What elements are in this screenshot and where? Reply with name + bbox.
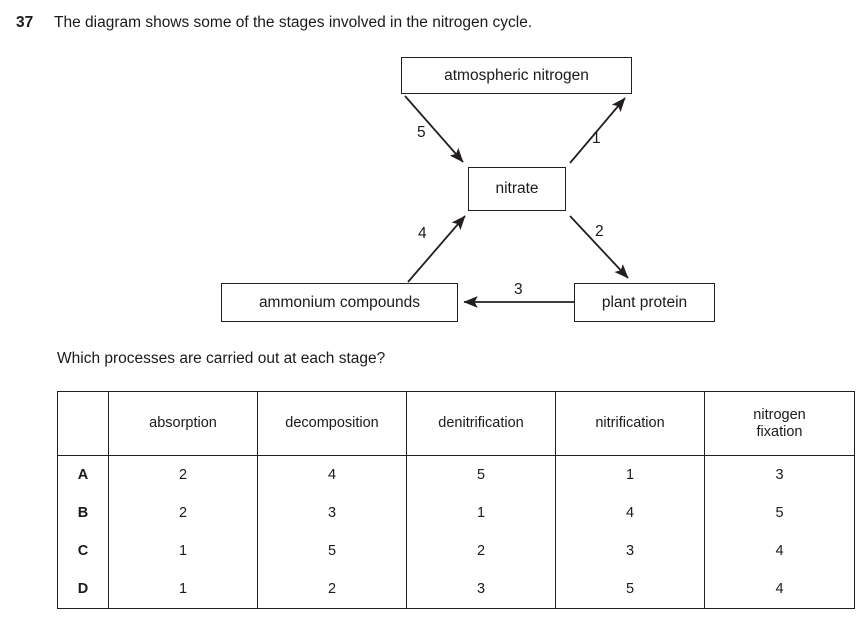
table-header-nitrogen-fixation: nitrogen fixation <box>704 391 855 456</box>
diagram-box-nitrate-label: nitrate <box>495 180 539 197</box>
table-header-row: absorption decomposition denitrification… <box>57 391 855 456</box>
table-row[interactable]: D 1 2 3 5 4 <box>57 570 855 609</box>
question-number: 37 <box>16 14 34 31</box>
question-header: 37 The diagram shows some of the stages … <box>16 14 846 32</box>
table-row[interactable]: B 2 3 1 4 5 <box>57 494 855 532</box>
table-row-option-a: A <box>57 455 109 494</box>
arrow-4-line <box>407 215 466 283</box>
table-cell: 3 <box>257 494 407 532</box>
diagram-box-atmospheric-nitrogen: atmospheric nitrogen <box>401 57 632 94</box>
table-cell: 2 <box>257 570 407 609</box>
table-cell: 5 <box>257 532 407 570</box>
table-cell: 5 <box>406 455 556 494</box>
arrow-2-line <box>569 215 629 279</box>
table-cell: 3 <box>704 455 855 494</box>
diagram-box-atmospheric-nitrogen-label: atmospheric nitrogen <box>444 66 589 84</box>
table-cell: 4 <box>704 570 855 609</box>
table-row-option-d: D <box>57 570 109 609</box>
table-body: A 2 4 5 1 3 B 2 3 1 4 5 C 1 5 2 3 4 D 1 … <box>57 455 855 609</box>
table-row-option-b: B <box>57 494 109 532</box>
table-cell: 3 <box>406 570 556 609</box>
arrow-label-3: 3 <box>514 281 523 298</box>
table-cell: 1 <box>406 494 556 532</box>
table-cell: 3 <box>555 532 705 570</box>
diagram-box-ammonium-compounds-label: ammonium compounds <box>258 293 421 311</box>
table-header-nitrogen-fixation-line2: fixation <box>756 423 803 440</box>
nitrogen-cycle-diagram: atmospheric nitrogen nitrate ammonium co… <box>0 40 865 340</box>
diagram-arrows-svg <box>404 95 629 308</box>
arrow-5-line <box>404 95 464 163</box>
sub-question-text: Which processes are carried out at each … <box>57 350 386 367</box>
table-header: absorption decomposition denitrification… <box>57 391 855 456</box>
table-header-nitrification: nitrification <box>555 391 705 456</box>
diagram-box-plant-protein-label: plant protein <box>601 293 688 311</box>
table-header-option <box>57 391 109 456</box>
table-cell: 2 <box>406 532 556 570</box>
table-header-denitrification: denitrification <box>406 391 556 456</box>
table-cell: 2 <box>108 494 258 532</box>
table-row-option-c: C <box>57 532 109 570</box>
diagram-box-plant-protein: plant protein <box>574 283 715 322</box>
arrow-label-2: 2 <box>595 223 604 240</box>
diagram-box-nitrate: nitrate <box>468 167 566 211</box>
table-cell: 2 <box>108 455 258 494</box>
table-row[interactable]: A 2 4 5 1 3 <box>57 455 855 494</box>
table-cell: 5 <box>704 494 855 532</box>
table-cell: 5 <box>555 570 705 609</box>
arrow-1-line <box>569 97 626 164</box>
table-cell: 1 <box>108 532 258 570</box>
answer-options-table: absorption decomposition denitrification… <box>57 391 855 609</box>
table-cell: 4 <box>555 494 705 532</box>
diagram-box-ammonium-compounds: ammonium compounds <box>221 283 458 322</box>
table-header-nitrogen-fixation-line1: nitrogen <box>753 406 806 423</box>
table-row[interactable]: C 1 5 2 3 4 <box>57 532 855 570</box>
table-cell: 4 <box>257 455 407 494</box>
table-cell: 1 <box>555 455 705 494</box>
table-cell: 4 <box>704 532 855 570</box>
table-header-absorption: absorption <box>108 391 258 456</box>
table-cell: 1 <box>108 570 258 609</box>
arrow-label-5: 5 <box>417 124 426 141</box>
arrow-label-1: 1 <box>592 130 601 147</box>
table-header-decomposition: decomposition <box>257 391 407 456</box>
question-stem: The diagram shows some of the stages inv… <box>54 14 533 31</box>
arrow-label-4: 4 <box>418 225 427 242</box>
